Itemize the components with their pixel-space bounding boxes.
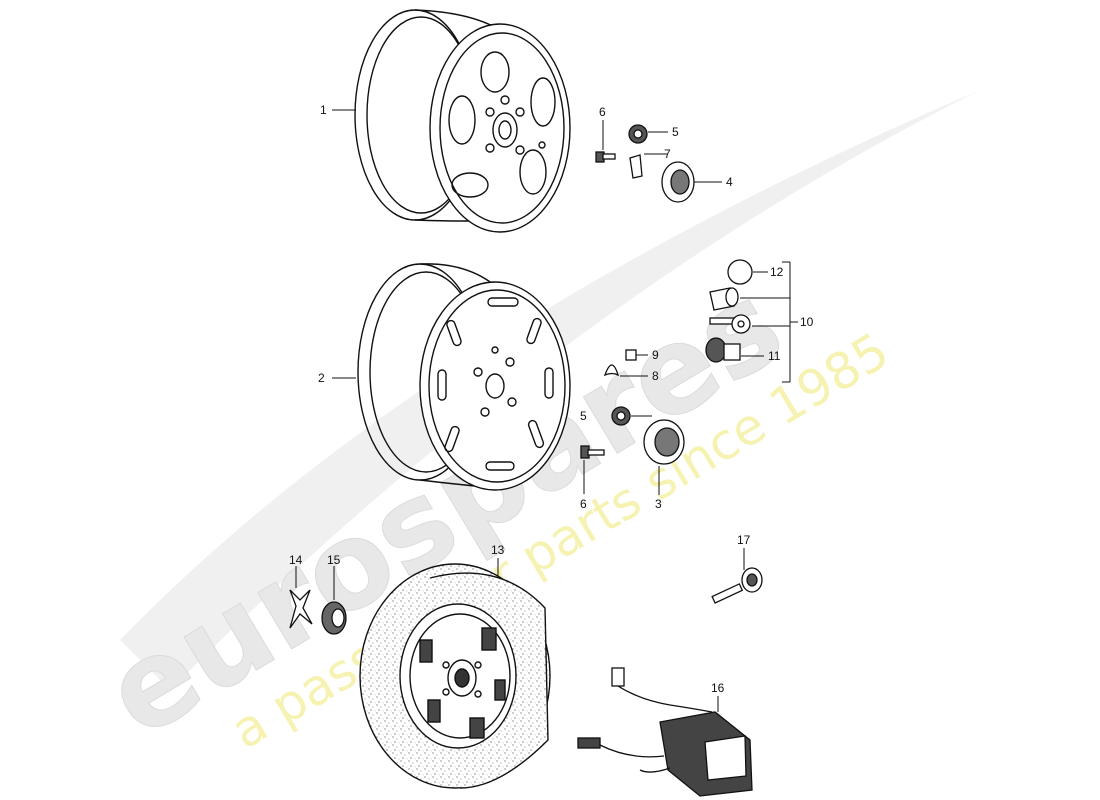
- callout-3: 3: [655, 497, 662, 511]
- washer-part-15: [321, 601, 347, 635]
- callout-6-top: 6: [599, 105, 606, 119]
- valve-adapter-part-17: [711, 567, 763, 604]
- valve-part-6-middle: [580, 445, 605, 459]
- lock-cylinder-part-10: [709, 287, 739, 311]
- cap-part-12: [727, 259, 753, 285]
- callout-2: 2: [318, 371, 325, 385]
- spare-wheel-with-tire: [359, 563, 551, 789]
- lock-part-11: [705, 337, 741, 363]
- small-parts: [289, 124, 763, 797]
- callout-10: 10: [800, 315, 814, 329]
- wheel-nut-part-5-top: [628, 124, 648, 144]
- leader-lines: [295, 109, 798, 712]
- callout-13: 13: [491, 543, 505, 557]
- callout-4: 4: [726, 175, 733, 189]
- key-part-10: [709, 314, 751, 334]
- callout-17: 17: [737, 533, 751, 547]
- clip-part-9: [625, 349, 637, 361]
- wheel-nut-part-5-middle: [611, 406, 631, 426]
- balance-weight-part-7: [629, 154, 643, 179]
- balance-weight-part-8: [603, 364, 620, 377]
- callout-1: 1: [320, 103, 327, 117]
- callout-12: 12: [770, 265, 784, 279]
- air-compressor-part-16: [577, 667, 753, 797]
- callout-7: 7: [664, 147, 671, 161]
- callout-6-middle: 6: [580, 497, 587, 511]
- callout-5-top: 5: [672, 125, 679, 139]
- center-cap-part-4: [661, 161, 695, 203]
- wing-nut-part-14: [289, 589, 313, 629]
- valve-part-6-top: [595, 151, 616, 163]
- alloy-wheel-slotted: [357, 263, 571, 491]
- alloy-wheel-telephone-dial: [354, 9, 571, 233]
- callout-16: 16: [711, 681, 725, 695]
- callout-9: 9: [652, 348, 659, 362]
- watermark-swoosh: [120, 90, 980, 690]
- callout-labels: 1 2 3 4 5 5 6 6 7 8 9 10 11 12 13 14 15 …: [289, 103, 814, 695]
- callout-5-middle: 5: [580, 409, 587, 423]
- callout-11: 11: [768, 349, 781, 363]
- center-cap-part-3: [643, 419, 685, 465]
- callout-14: 14: [289, 553, 303, 567]
- callout-8: 8: [652, 369, 659, 383]
- callout-15: 15: [327, 553, 341, 567]
